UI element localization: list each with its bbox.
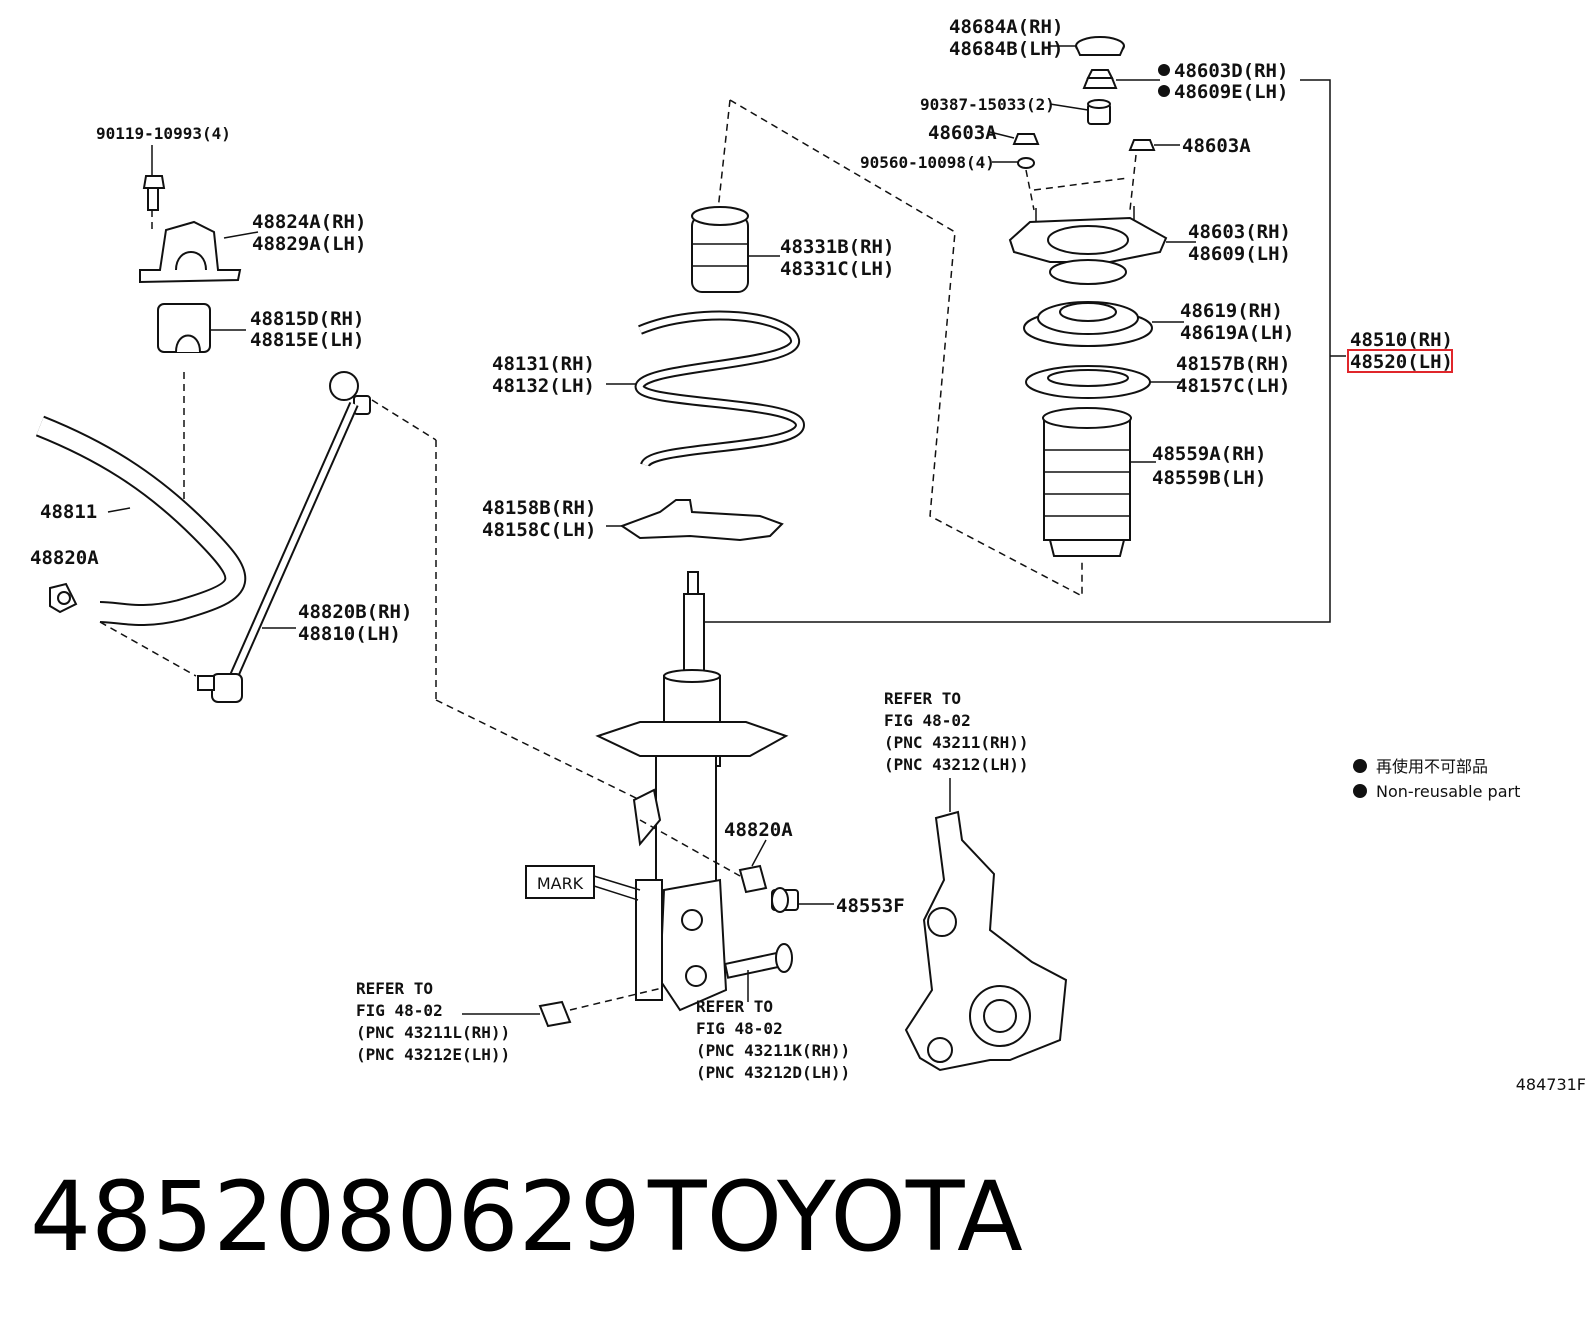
nut-48820a-middle [738, 864, 768, 894]
refer-nut-line4: (PNC 43212E(LH)) [356, 1045, 510, 1064]
figure-code: 484731F [1516, 1075, 1586, 1094]
label-48820a-middle: 48820A [724, 819, 793, 841]
refer-nut-line1: REFER TO [356, 979, 433, 998]
stabilizer-bar-48811 [35, 415, 247, 627]
mark-label: MARK [537, 874, 584, 893]
bump-stopper-48331 [691, 206, 749, 293]
label-48684a: 48684A(RH) [949, 16, 1063, 38]
label-48820b: 48820B(RH) [298, 601, 412, 623]
bolt-lower [723, 943, 793, 979]
label-48609: 48609(LH) [1188, 243, 1291, 265]
label-48331c: 48331C(LH) [780, 258, 894, 280]
refer-knuckle-line3: (PNC 43211(RH)) [884, 733, 1029, 752]
legend-jp: 再使用不可部品 [1376, 757, 1488, 776]
nut-48820a-left [49, 582, 78, 614]
legend-en: Non-reusable part [1376, 782, 1520, 801]
strut-48510 [595, 571, 789, 1012]
spacer-90387 [1087, 99, 1111, 125]
label-48815e: 48815E(LH) [250, 329, 364, 351]
nut-lower [538, 1000, 572, 1028]
highlight-48520 [1347, 349, 1453, 373]
label-48510: 48510(RH) [1350, 329, 1453, 351]
label-90119: 90119-10993(4) [96, 124, 231, 143]
label-48559b: 48559B(LH) [1152, 467, 1266, 489]
label-48619a: 48619A(LH) [1180, 322, 1294, 344]
label-48603a-left: 48603A [928, 122, 997, 144]
bracket-48824a [139, 220, 242, 284]
label-48132: 48132(LH) [492, 375, 595, 397]
label-48603d: 48603D(RH) [1174, 60, 1288, 82]
label-48829a: 48829A(LH) [252, 233, 366, 255]
label-48559a: 48559A(RH) [1152, 443, 1266, 465]
steering-knuckle [904, 810, 1068, 1072]
coil-spring-48131 [634, 310, 806, 469]
legend-dot-jp [1353, 759, 1367, 773]
label-48158b: 48158B(RH) [482, 497, 596, 519]
label-48157b: 48157B(RH) [1176, 353, 1290, 375]
label-48157c: 48157C(LH) [1176, 375, 1290, 397]
refer-bolt-line4: (PNC 43212D(LH)) [696, 1063, 850, 1082]
label-48553f: 48553F [836, 895, 905, 917]
nut-48603a-left [1012, 133, 1040, 169]
label-48810: 48810(LH) [298, 623, 401, 645]
spring-seat-48158 [619, 499, 784, 542]
nut-48603a-right [1128, 139, 1156, 151]
label-48131: 48131(RH) [492, 353, 595, 375]
stabilizer-link-48820b [197, 371, 371, 703]
label-48684b: 48684B(LH) [949, 38, 1063, 60]
cap-48684 [1075, 36, 1125, 56]
label-48158c: 48158C(LH) [482, 519, 596, 541]
label-48331b: 48331B(RH) [780, 236, 894, 258]
label-48811: 48811 [40, 501, 97, 523]
label-48820a-left: 48820A [30, 547, 99, 569]
refer-knuckle-line4: (PNC 43212(LH)) [884, 755, 1029, 774]
strut-mount-48603 [1008, 206, 1168, 285]
refer-nut-line2: FIG 48-02 [356, 1001, 443, 1020]
label-48609e: 48609E(LH) [1174, 81, 1288, 103]
label-90560: 90560-10098(4) [860, 153, 995, 172]
label-48815d: 48815D(RH) [250, 308, 364, 330]
bolt-90119 [142, 175, 166, 211]
label-48603a-right: 48603A [1182, 135, 1251, 157]
mark-box [525, 865, 595, 899]
dust-boot-48559 [1042, 407, 1132, 557]
bearing-48619 [1023, 301, 1153, 347]
legend-dot-en [1353, 784, 1367, 798]
refer-bolt-line2: FIG 48-02 [696, 1019, 783, 1038]
label-48619: 48619(RH) [1180, 300, 1283, 322]
label-48603: 48603(RH) [1188, 221, 1291, 243]
refer-nut-line3: (PNC 43211L(RH)) [356, 1023, 510, 1042]
label-48520: 48520(LH) [1350, 351, 1453, 373]
label-90387: 90387-15033(2) [920, 95, 1055, 114]
bolt-48553f [771, 887, 799, 913]
refer-knuckle-line2: FIG 48-02 [884, 711, 971, 730]
refer-knuckle-line1: REFER TO [884, 689, 961, 708]
part-number: 4852080629 [30, 1161, 641, 1273]
bushing-48815d [157, 303, 211, 353]
nut-48603d [1082, 69, 1118, 89]
label-48824a: 48824A(RH) [252, 211, 366, 233]
refer-bolt-line3: (PNC 43211K(RH)) [696, 1041, 850, 1060]
insulator-48157 [1025, 365, 1151, 399]
brand-name: TOYOTA [647, 1161, 1023, 1273]
refer-bolt-line1: REFER TO [696, 997, 773, 1016]
